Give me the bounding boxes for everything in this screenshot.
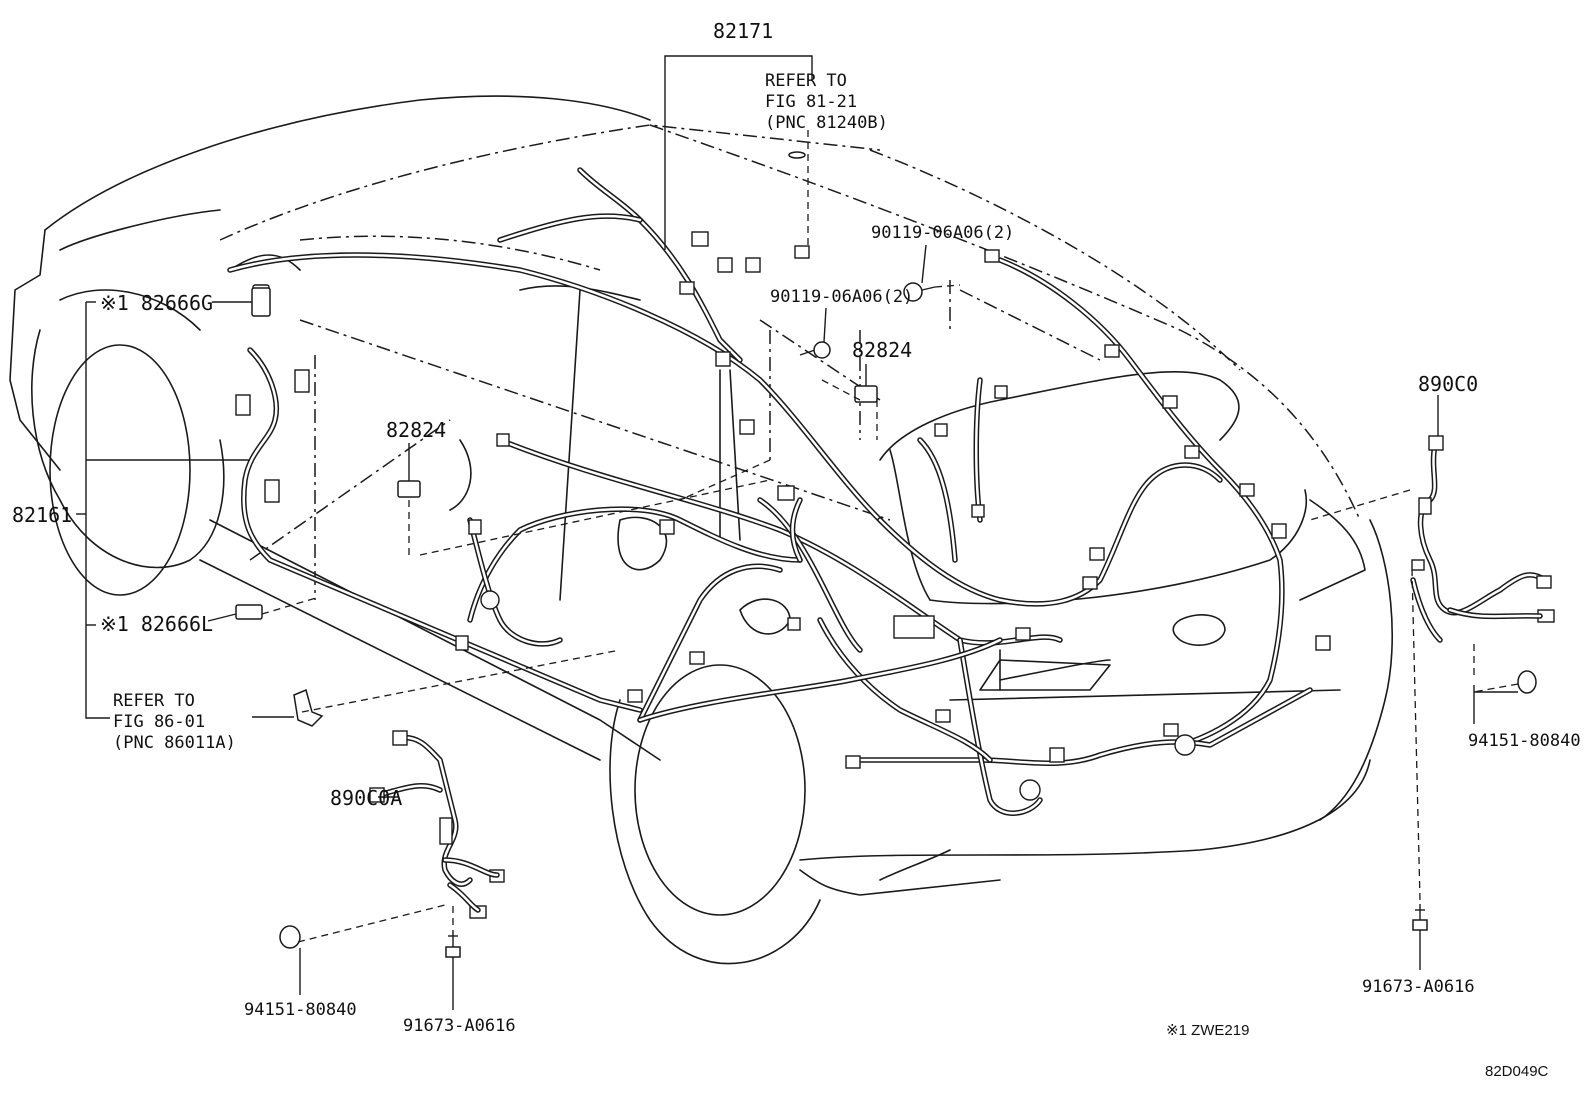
label-82161: 82161 [12,503,72,527]
bolt-90119-b [799,341,831,359]
label-94151-right: 94151-80840 [1468,731,1581,751]
label-refer-86-01-line1: REFER TO [113,691,195,711]
speed-sensor-890C0 [1410,435,1555,643]
footnote-zwe219: ※1 ZWE219 [1166,1022,1249,1039]
label-refer-86-01-line3: (PNC 86011A) [113,733,236,753]
label-90119-a: 90119-06A06(2) [871,223,1014,243]
label-82824-b: 82824 [386,418,446,442]
label-890C0: 890C0 [1418,372,1478,396]
holder-82666L [235,604,263,620]
bolt-91673-right [1412,904,1428,931]
diagram-code: 82D049C [1485,1063,1549,1080]
label-82666L: ※1 82666L [100,612,213,636]
grommet-94151-left [279,925,301,949]
label-refer-81-21-line2: FIG 81-21 [765,92,857,112]
label-refer-81-21-line3: (PNC 81240B) [765,113,888,133]
label-90119-b: 90119-06A06(2) [770,287,913,307]
grommet-94151-right [1517,670,1537,694]
label-91673-right: 91673-A0616 [1362,977,1475,997]
label-890C0A: 890C0A [330,786,402,810]
loose-parts [235,151,1537,958]
label-91673-left: 91673-A0616 [403,1016,516,1036]
part-labels: 82171 REFER TO FIG 81-21 (PNC 81240B) 90… [12,19,1581,1080]
wire-harness [227,167,1313,816]
label-refer-81-21-line1: REFER TO [765,71,847,91]
connector-82666G [251,287,271,317]
bolt-90119-a [903,282,936,302]
label-82824-a: 82824 [852,338,912,362]
leader-lines [76,55,1519,1010]
label-94151-left: 94151-80840 [244,1000,357,1020]
bolt-91673-left [445,930,461,958]
harness-connectors [235,231,1331,801]
speed-sensor-890C0A [369,730,505,919]
label-82171: 82171 [713,19,773,43]
car-body-outline [9,95,1393,965]
label-refer-86-01-line2: FIG 86-01 [113,712,205,732]
clip-81-21 [788,151,806,159]
clip-82824-b [397,480,421,498]
bracket-86-01 [293,688,324,727]
label-82666G: ※1 82666G [100,291,213,315]
